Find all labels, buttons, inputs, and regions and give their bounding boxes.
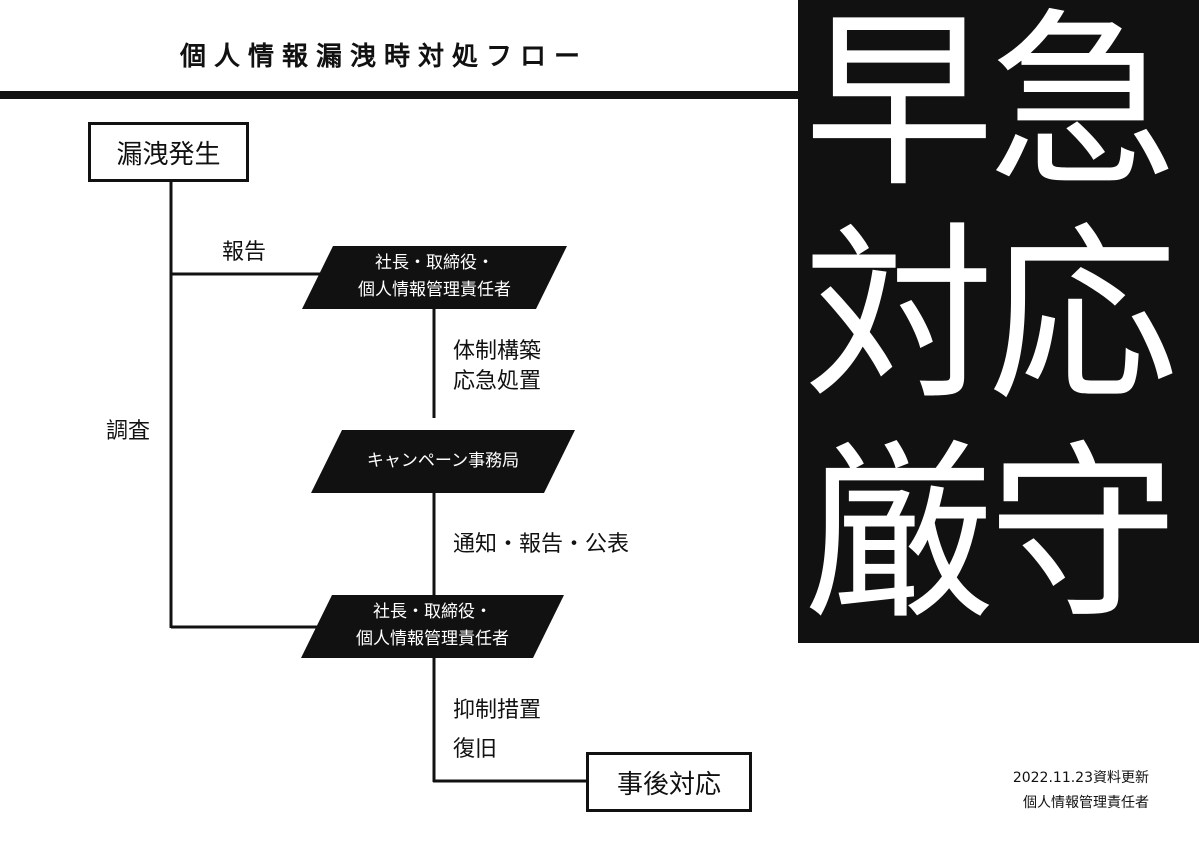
node-exec-2-line1: 社長・取締役・	[373, 602, 492, 622]
node-office: キャンペーン事務局	[366, 451, 520, 471]
node-end: 事後対応	[586, 752, 752, 812]
node-exec-1-shape	[302, 246, 567, 309]
label-investigate: 調査	[106, 419, 151, 444]
node-exec-1: 社長・取締役・ 個人情報管理責任者	[302, 250, 567, 304]
label-recover: 復旧	[453, 737, 498, 762]
flow-connectors	[169, 181, 588, 783]
title-divider	[0, 91, 800, 99]
page-title: 個人情報漏洩時対処フロー	[180, 42, 589, 72]
slogan-line-2: 対応	[804, 206, 1178, 427]
footer-owner: 個人情報管理責任者	[1023, 795, 1149, 811]
node-exec-1-line2: 個人情報管理責任者	[358, 280, 511, 300]
label-suppress-1: 抑制措置	[453, 698, 542, 723]
slogan-panel: 早急 対応 厳守	[798, 0, 1199, 643]
node-start: 漏洩発生	[88, 122, 249, 182]
slogan-line-1: 早急	[804, 0, 1178, 213]
footer-updated: 2022.11.23資料更新	[1012, 770, 1149, 786]
label-notify: 通知・報告・公表	[453, 532, 630, 557]
label-suppress: 抑制措置 復旧	[453, 691, 541, 769]
node-exec-2: 社長・取締役・ 個人情報管理責任者	[301, 599, 564, 653]
label-setup: 体制構築 応急処置	[453, 337, 541, 397]
node-exec-1-line1: 社長・取締役・	[375, 253, 494, 273]
label-setup-1: 体制構築	[453, 339, 542, 364]
node-exec-2-line2: 個人情報管理責任者	[356, 629, 509, 649]
node-exec-2-shape	[301, 595, 564, 658]
node-office-shape	[311, 430, 575, 493]
label-report: 報告	[222, 240, 267, 265]
slogan-line-3: 厳守	[804, 424, 1178, 643]
label-setup-2: 応急処置	[453, 369, 542, 394]
